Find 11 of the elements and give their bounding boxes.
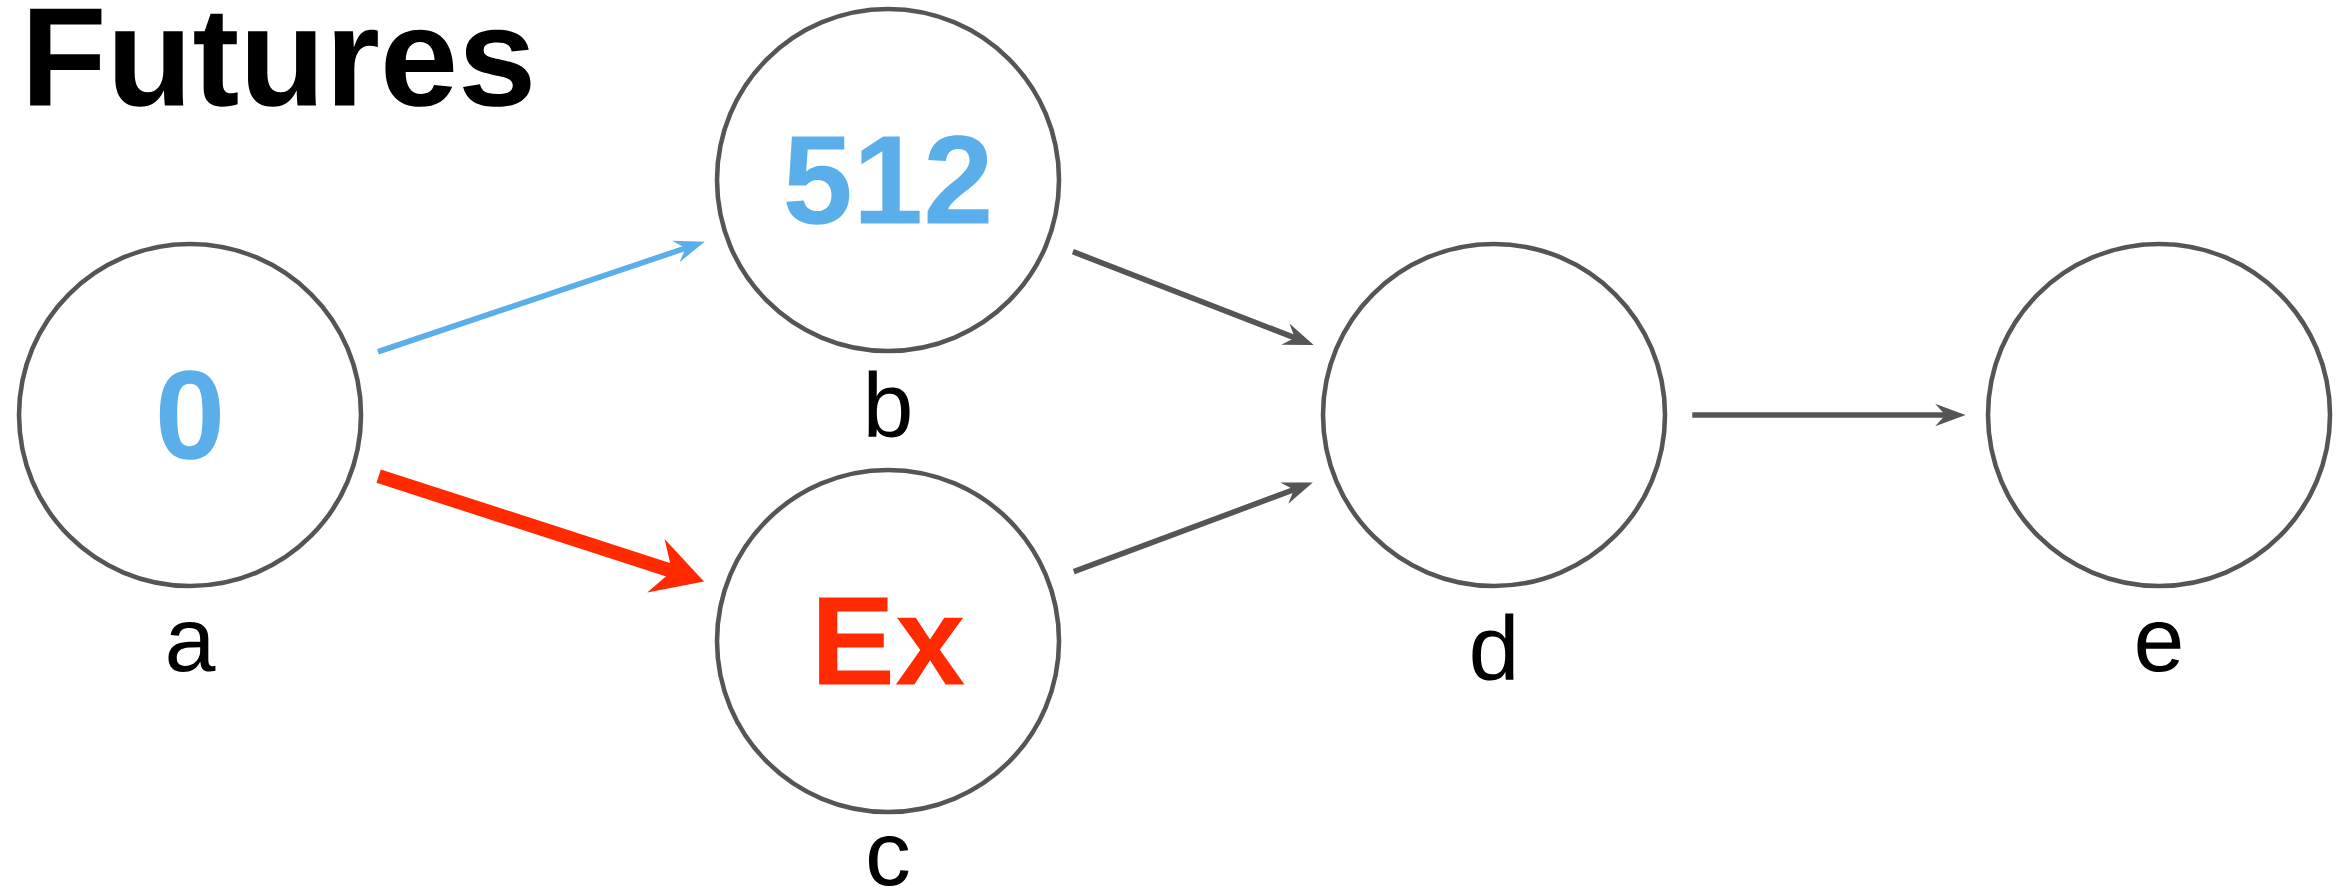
- circle-node: 512: [714, 6, 1062, 354]
- circle-node: [1985, 241, 2333, 589]
- circle-node: 0: [16, 241, 364, 589]
- title: Futures: [30, 8, 531, 107]
- circle-node: [1320, 241, 1668, 589]
- node-label: e: [2137, 621, 2181, 672]
- node-label: c: [869, 835, 909, 886]
- node-label: a: [168, 621, 216, 672]
- node-label: d: [1472, 613, 1514, 681]
- node-label: b: [868, 370, 910, 438]
- circle-node: Ex: [714, 467, 1062, 815]
